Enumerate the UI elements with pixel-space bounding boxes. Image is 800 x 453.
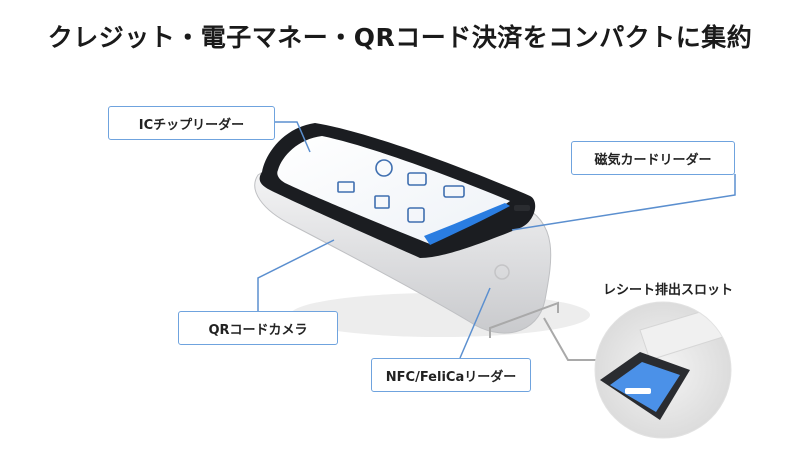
device-screen bbox=[277, 136, 510, 244]
receipt-slot-bracket bbox=[489, 301, 559, 338]
callout-label: 磁気カードリーダー bbox=[594, 152, 712, 168]
card-icon bbox=[407, 172, 427, 186]
callout-nfc-felica-reader: NFC/FeliCaリーダー bbox=[371, 358, 531, 392]
leader-ic-chip bbox=[275, 121, 311, 153]
receipt-icon bbox=[407, 207, 425, 223]
page-title: クレジット・電子マネー・QRコード決済をコンパクトに集約 bbox=[47, 23, 753, 52]
callout-label: ICチップリーダー bbox=[138, 117, 245, 133]
callout-magnetic-card-reader: 磁気カードリーダー bbox=[571, 141, 735, 175]
leader-magnetic bbox=[511, 174, 736, 231]
screen-icons bbox=[337, 159, 465, 223]
wallet-icon bbox=[443, 185, 465, 198]
receipt-slot-label: レシート排出スロット bbox=[603, 283, 734, 298]
side-button bbox=[514, 205, 530, 211]
nfc-mark-icon bbox=[494, 264, 510, 280]
callout-label: NFC/FeliCaリーダー bbox=[385, 369, 517, 385]
screen-status-bar bbox=[424, 203, 510, 245]
leader-nfc bbox=[459, 287, 491, 359]
clock-icon bbox=[375, 159, 393, 177]
leader-qr-camera bbox=[257, 239, 335, 312]
grid-icon bbox=[374, 195, 390, 209]
callout-qr-code-camera: QRコードカメラ bbox=[178, 311, 338, 345]
bars-icon bbox=[337, 181, 355, 193]
receipt-slot-pointer bbox=[543, 317, 600, 361]
leader-lines bbox=[257, 121, 736, 359]
callout-ic-chip-reader: ICチップリーダー bbox=[108, 106, 275, 140]
callout-label: QRコードカメラ bbox=[208, 322, 308, 338]
